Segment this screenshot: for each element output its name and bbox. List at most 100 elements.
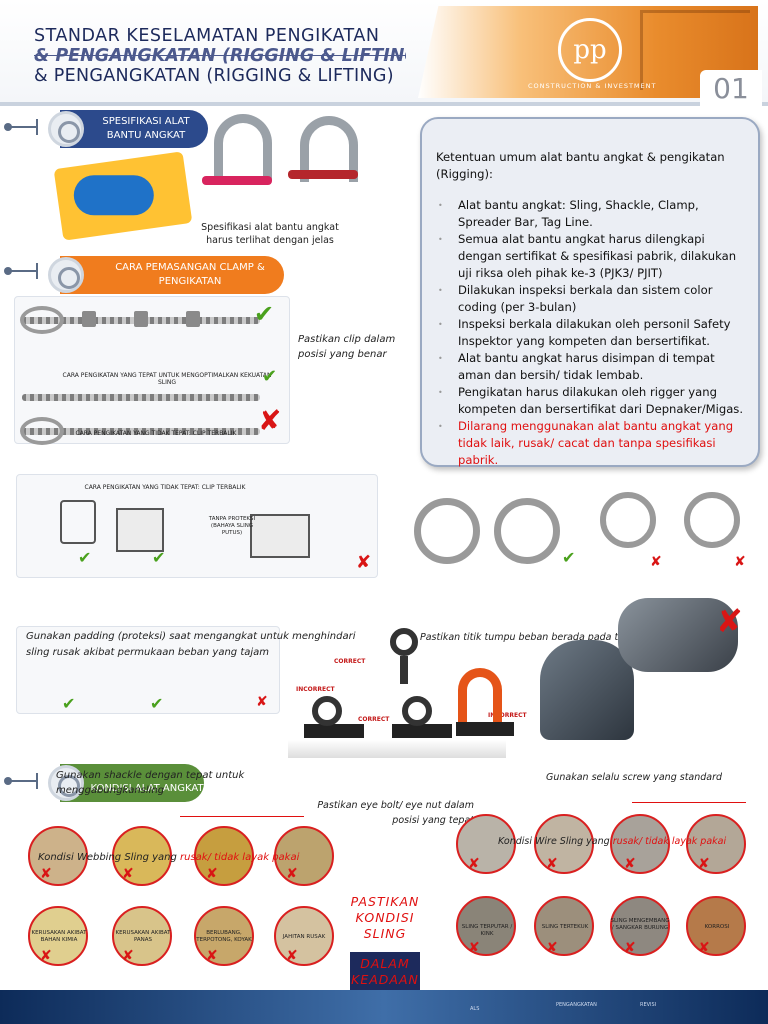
shackle-photo-3 [540, 640, 634, 740]
wheel-icon [48, 111, 84, 147]
webbing-caption: Kondisi Webbing Sling yang rusak/ tidak … [38, 852, 338, 863]
shackle-photo-4 [618, 598, 738, 672]
info-item: Alat bantu angkat: Sling, Shackle, Clamp… [436, 197, 748, 231]
webbing-caption-text: Kondisi Webbing Sling yang [38, 852, 181, 863]
wire-eye-photo-1 [414, 498, 480, 564]
webbing-caption-red: rusak/ tidak layak pakai [180, 852, 300, 863]
wrong-x-icon: ✘ [650, 554, 662, 570]
load-drawing-3 [250, 514, 310, 558]
webbing-damage-photo [194, 906, 254, 966]
eyebolt-icon [390, 628, 418, 656]
incorrect-label-2: INCORRECT [488, 712, 527, 719]
load-sling-panel [16, 474, 378, 578]
webbing-damage-photo [28, 906, 88, 966]
correct-check-icon: ✔ [78, 548, 92, 567]
spesifikasi-caption: Spesifikasi alat bantu angkat harus terl… [201, 222, 339, 246]
incorrect-label: INCORRECT [296, 686, 335, 693]
wrong-x-icon: ✘ [698, 856, 710, 872]
wire-damage-photo [456, 896, 516, 956]
section-tab-clamp: CARA PEMASANGAN CLAMP & PENGIKATAN [60, 256, 284, 294]
correct-check-icon: ✔ [262, 366, 278, 387]
wire-caption-text: Kondisi Wire Sling yang [498, 836, 613, 847]
shackle-photo-1 [214, 114, 272, 180]
shackle-base [456, 722, 514, 736]
wire-eye-2 [20, 417, 64, 445]
correct-check-icon: ✔ [562, 548, 576, 567]
wire-damage-label: KORROSI [704, 924, 730, 930]
wire-damage-photo [456, 814, 516, 874]
padding-caption: Gunakan padding (proteksi) saat mengangk… [26, 631, 356, 658]
company-logo-subtitle: CONSTRUCTION & INVESTMENT [528, 82, 657, 90]
webbing-damage-photo [28, 826, 88, 886]
webbing-damage-photo [274, 906, 334, 966]
divider-line [180, 816, 304, 817]
wrong-x-icon: ✘ [40, 948, 52, 964]
wire-damage-photo [610, 814, 670, 874]
wrong-x-icon: ✘ [716, 602, 743, 640]
company-logo: pp [558, 18, 622, 82]
section-tab-spesifikasi: SPESIFIKASI ALAT BANTU ANGKAT [60, 110, 208, 148]
page-number: 01 [700, 70, 762, 108]
info-list: Alat bantu angkat: Sling, Shackle, Clamp… [436, 197, 748, 469]
wrong-x-icon: ✘ [286, 866, 298, 882]
wrong-x-icon: ✘ [624, 940, 636, 956]
load-drawing-1 [60, 500, 96, 544]
clamp-correct-text: CARA PENGIKATAN YANG TEPAT UNTUK MENGOPT… [62, 372, 272, 386]
wrong-x-icon: ✘ [258, 404, 282, 437]
wire-damage-photo [534, 814, 594, 874]
padding-diagram-panel [16, 626, 280, 714]
info-item: Inspeksi berkala dilakukan oleh personil… [436, 316, 748, 350]
wrong-x-icon: ✘ [206, 866, 218, 882]
wheel-icon [48, 765, 84, 801]
load-drawing-2 [116, 508, 164, 552]
page-footer: ALS PENGANGKATAN REVISI [0, 990, 768, 1024]
wire-eye-photo-4 [684, 492, 740, 548]
center-red-box [350, 952, 420, 994]
info-item-warning: Dilarang menggunakan alat bantu angkat y… [436, 418, 748, 469]
correct-label: CORRECT [334, 658, 366, 665]
webbing-damage-label: BERLUBANG, TERPOTONG, KOYAK [196, 930, 252, 943]
wrong-x-icon: ✘ [122, 948, 134, 964]
webbing-damage-photo [112, 906, 172, 966]
clip-icon [134, 311, 148, 327]
footer-text: REVISI [640, 1002, 657, 1008]
info-item: Semua alat bantu angkat harus dilengkapi… [436, 231, 748, 282]
wire-caption-red: rusak/ tidak layak pakai [612, 836, 727, 847]
wire-damage-label: SLING MENGEMBANG / SANGKAR BURUNG [610, 918, 670, 931]
wire-eye-photo-3 [600, 492, 656, 548]
eyebolt-caption: Pastikan eye bolt/ eye nut dalam posisi … [317, 800, 474, 826]
correct-check-icon: ✔ [150, 694, 164, 713]
wire-damage-label: SLING TERPUTAR / KINK [461, 924, 513, 937]
section-bullet [2, 772, 48, 790]
wire-rope-wrong [22, 428, 260, 435]
wrong-x-icon: ✘ [546, 940, 558, 956]
wrong-x-icon: ✘ [40, 866, 52, 882]
shackle-photo-2 [300, 116, 358, 182]
webbing-damage-label: JAHITAN RUSAK [282, 934, 326, 940]
clip-icon [82, 311, 96, 327]
footer-text: PENGANGKATAN [556, 1002, 597, 1008]
clip-icon [186, 311, 200, 327]
section-tab-kondisi: KONDISI ALAT ANGKAT [60, 764, 204, 802]
wrong-x-icon: ✘ [698, 940, 710, 956]
wire-damage-photo [686, 896, 746, 956]
info-item: Pengikatan harus dilakukan oleh rigger y… [436, 384, 748, 418]
wrong-x-icon: ✘ [734, 554, 746, 570]
correct-check-icon: ✔ [152, 548, 166, 567]
wire-eye-photo-2 [494, 498, 560, 564]
webbing-sling-photo [53, 151, 193, 241]
info-box: Ketentuan umum alat bantu angkat & pengi… [420, 117, 760, 467]
clamp-caption: Pastikan clip dalam posisi yang benar [298, 334, 396, 360]
shackle-pin-2 [288, 170, 358, 179]
webbing-damage-photo [274, 826, 334, 886]
wire-damage-photo [534, 896, 594, 956]
wire-damage-photo [686, 814, 746, 874]
tanpa-proteksi-label: TANPA PROTEKSI (BAHAYA SLING PUTUS) [208, 516, 256, 536]
info-lead: Ketentuan umum alat bantu angkat & pengi… [436, 150, 725, 181]
clamp-wrong-text-2: CARA PENGIKATAN YANG TIDAK TEPAT: CLIP T… [84, 484, 246, 491]
center-red-text-1: PASTIKAN KONDISI SLING [350, 894, 420, 941]
shackle-usage-caption: Gunakan shackle dengan tepat untuk mengg… [56, 770, 245, 796]
eyebolt-diagram [288, 654, 506, 758]
wrong-x-icon: ✘ [356, 552, 372, 573]
webbing-damage-label: KERUSAKAN AKIBAT BAHAN KIMIA [31, 930, 87, 943]
